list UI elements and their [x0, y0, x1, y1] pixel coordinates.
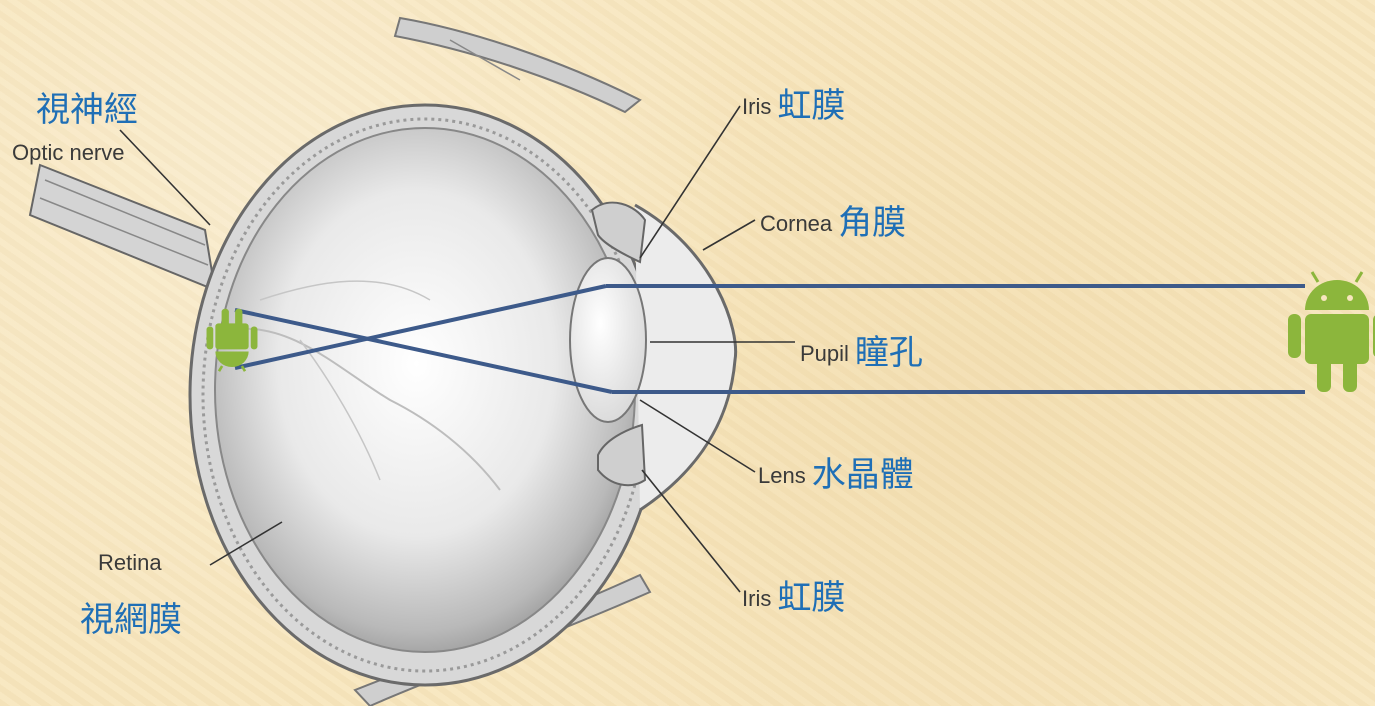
lens-label-zh: 水晶體 — [812, 455, 914, 495]
optic-nerve-label-zh: 視神經 — [36, 82, 138, 131]
pupil-label-en: Pupil — [800, 341, 849, 366]
lens — [570, 258, 646, 422]
optic-nerve — [30, 165, 215, 290]
iris-bottom-label-zh: 虹膜 — [777, 578, 845, 618]
iris-top-label-en: Iris — [742, 94, 771, 119]
retina-label-zh: 視網膜 — [80, 592, 182, 641]
cornea-label-zh: 角膜 — [838, 203, 906, 243]
optic-nerve-label-en: Optic nerve — [12, 140, 125, 166]
android-robot-icon — [1288, 272, 1375, 392]
retina-label-en: Retina — [98, 550, 162, 576]
iris-top-label-zh: 虹膜 — [777, 86, 845, 126]
iris-bottom-label-en: Iris — [742, 586, 771, 611]
pupil-label-zh: 瞳孔 — [855, 333, 923, 373]
cornea — [635, 205, 736, 510]
cornea-label-en: Cornea — [760, 211, 832, 236]
lens-label-en: Lens — [758, 463, 806, 488]
